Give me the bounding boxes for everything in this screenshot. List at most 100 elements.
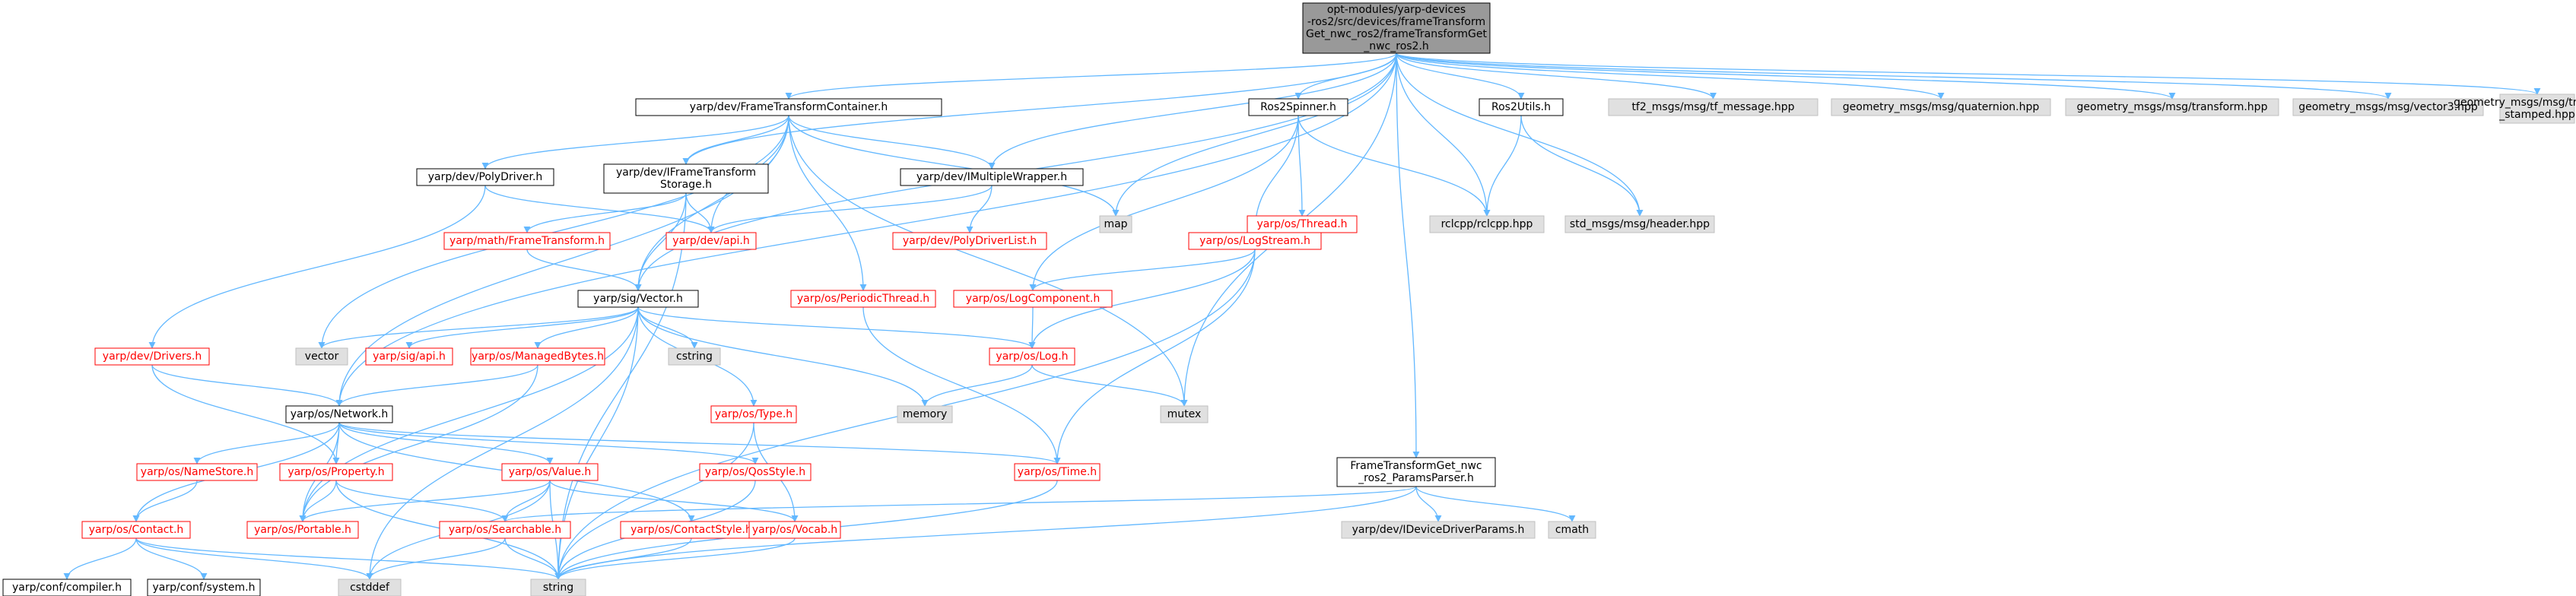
node-ros2utils[interactable]: Ros2Utils.h	[1479, 98, 1564, 116]
node-drivers-box	[94, 347, 210, 366]
node-mathft-box	[443, 232, 611, 250]
node-ftc-label: yarp/dev/FrameTransformContainer.h	[690, 101, 888, 113]
edge-polydriver-to-drivers	[148, 185, 486, 349]
node-value[interactable]: yarp/os/Value.h	[501, 463, 599, 481]
node-rclcpp-box	[1429, 215, 1545, 233]
node-polydriverlist-box	[892, 232, 1047, 250]
node-network[interactable]: yarp/os/Network.h	[285, 405, 393, 423]
edge-root-to-vector3	[1396, 52, 2392, 100]
node-namestore[interactable]: yarp/os/NameStore.h	[136, 463, 258, 481]
node-logstream-box	[1188, 232, 1322, 250]
node-logstream[interactable]: yarp/os/LogStream.h	[1188, 232, 1322, 250]
node-qosstyle[interactable]: yarp/os/QosStyle.h	[699, 463, 812, 481]
node-root-label: Get_nwc_ros2/frameTransformGet	[1306, 28, 1488, 40]
node-type-box	[710, 405, 797, 423]
edge-ftc-to-polydriver	[481, 115, 789, 170]
node-rclcpp: rclcpp/rclcpp.hpp	[1429, 215, 1545, 233]
node-paramsparser[interactable]: FrameTransformGet_nwc_ros2_ParamsParser.…	[1336, 457, 1496, 487]
node-devapi[interactable]: yarp/dev/api.h	[665, 232, 757, 250]
edge-mathft-to-sigvector	[526, 249, 642, 291]
node-log[interactable]: yarp/os/Log.h	[989, 347, 1075, 366]
node-ideviceparams-label: yarp/dev/IDeviceDriverParams.h	[1352, 524, 1525, 536]
node-ftc[interactable]: yarp/dev/FrameTransformContainer.h	[635, 98, 942, 116]
node-polydriver-box	[416, 168, 554, 186]
edge-network-to-qosstyle	[338, 422, 759, 464]
node-portable[interactable]: yarp/os/Portable.h	[246, 521, 359, 539]
node-mutex-box	[1160, 405, 1209, 423]
node-sigapi[interactable]: yarp/sig/api.h	[365, 347, 453, 366]
node-searchable-label: yarp/os/Searchable.h	[449, 524, 561, 536]
node-periodicthread-label: yarp/os/PeriodicThread.h	[797, 293, 929, 305]
node-searchable[interactable]: yarp/os/Searchable.h	[439, 521, 571, 539]
edge-namestore-to-contact	[132, 480, 198, 522]
node-memory-box	[897, 405, 953, 423]
node-sigvector[interactable]: yarp/sig/Vector.h	[577, 290, 699, 308]
node-vector3: geometry_msgs/msg/vector3.hpp	[2292, 98, 2484, 116]
node-cmath-label: cmath	[1555, 524, 1589, 536]
node-type-label: yarp/os/Type.h	[715, 408, 792, 420]
node-logcomponent-label: yarp/os/LogComponent.h	[966, 293, 1100, 305]
node-logstream-label: yarp/os/LogStream.h	[1199, 235, 1310, 247]
node-type[interactable]: yarp/os/Type.h	[710, 405, 797, 423]
node-contactstyle[interactable]: yarp/os/ContactStyle.h	[620, 521, 763, 539]
edge-drivers-to-network	[151, 364, 343, 407]
node-time[interactable]: yarp/os/Time.h	[1014, 463, 1101, 481]
node-drivers[interactable]: yarp/dev/Drivers.h	[94, 347, 210, 366]
edge-ftc-to-map	[788, 115, 1120, 217]
node-imultwrap-label: yarp/dev/IMultipleWrapper.h	[916, 171, 1067, 183]
node-contactstyle-label: yarp/os/ContactStyle.h	[631, 524, 752, 536]
node-qosstyle-label: yarp/os/QosStyle.h	[705, 466, 805, 478]
node-managedbytes[interactable]: yarp/os/ManagedBytes.h	[470, 347, 605, 366]
node-compiler[interactable]: yarp/conf/compiler.h	[2, 579, 132, 596]
edge-root-to-ftc	[785, 52, 1397, 100]
node-iftstorage-label: Storage.h	[660, 179, 712, 191]
edge-network-to-value	[338, 422, 554, 464]
node-contact[interactable]: yarp/os/Contact.h	[81, 521, 191, 539]
edge-ftc-to-mutex	[788, 115, 1188, 407]
edge-periodicthread-to-time	[862, 306, 1061, 464]
node-rclcpp-label: rclcpp/rclcpp.hpp	[1441, 218, 1533, 230]
node-vector: vector	[295, 347, 348, 366]
node-thread-label: yarp/os/Thread.h	[1256, 218, 1347, 230]
edge-logcomponent-to-log	[1028, 306, 1036, 349]
edge-root-to-iftstorage	[682, 52, 1397, 165]
node-cstddef: cstddef	[338, 579, 402, 596]
edge-iftstorage-to-string	[554, 192, 687, 580]
node-root-label: opt-modules/yarp-devices	[1327, 4, 1466, 16]
edge-drivers-to-property	[151, 364, 340, 464]
node-mathft[interactable]: yarp/math/FrameTransform.h	[443, 232, 611, 250]
node-string-label: string	[543, 582, 573, 594]
node-imultwrap[interactable]: yarp/dev/IMultipleWrapper.h	[900, 168, 1084, 186]
node-vocab-box	[748, 521, 841, 539]
node-property-label: yarp/os/Property.h	[287, 466, 384, 478]
node-root-label: _nwc_ros2.h	[1363, 40, 1429, 52]
edge-sigvector-to-sigapi	[405, 306, 639, 349]
edge-ftc-to-sigvector	[634, 115, 789, 291]
edge-root-to-quat	[1396, 52, 1945, 100]
node-time-box	[1014, 463, 1101, 481]
node-property[interactable]: yarp/os/Property.h	[279, 463, 393, 481]
node-system[interactable]: yarp/conf/system.h	[147, 579, 261, 596]
node-quat-box	[1831, 98, 2051, 116]
node-ideviceparams-box	[1341, 521, 1536, 539]
node-contact-label: yarp/os/Contact.h	[89, 524, 184, 536]
node-vocab-label: yarp/os/Vocab.h	[752, 524, 837, 536]
node-periodicthread[interactable]: yarp/os/PeriodicThread.h	[790, 290, 936, 308]
edge-searchable-to-cstddef	[366, 537, 506, 580]
node-logcomponent[interactable]: yarp/os/LogComponent.h	[953, 290, 1113, 308]
node-polydriverlist[interactable]: yarp/dev/PolyDriverList.h	[892, 232, 1047, 250]
edge-contact-to-system	[135, 537, 208, 580]
edge-contact-to-compiler	[63, 537, 137, 580]
node-thread[interactable]: yarp/os/Thread.h	[1247, 215, 1358, 233]
node-property-box	[279, 463, 393, 481]
edge-ros2spinner-to-logstream	[1251, 115, 1299, 233]
edge-root-to-map	[1112, 52, 1397, 217]
node-string-box	[530, 579, 586, 596]
node-polydriver[interactable]: yarp/dev/PolyDriver.h	[416, 168, 554, 186]
node-vocab[interactable]: yarp/os/Vocab.h	[748, 521, 841, 539]
node-logcomponent-box	[953, 290, 1113, 308]
node-ros2spinner[interactable]: Ros2Spinner.h	[1248, 98, 1348, 116]
node-root-label: -ros2/src/devices/frameTransform	[1307, 16, 1485, 28]
node-network-box	[285, 405, 393, 423]
